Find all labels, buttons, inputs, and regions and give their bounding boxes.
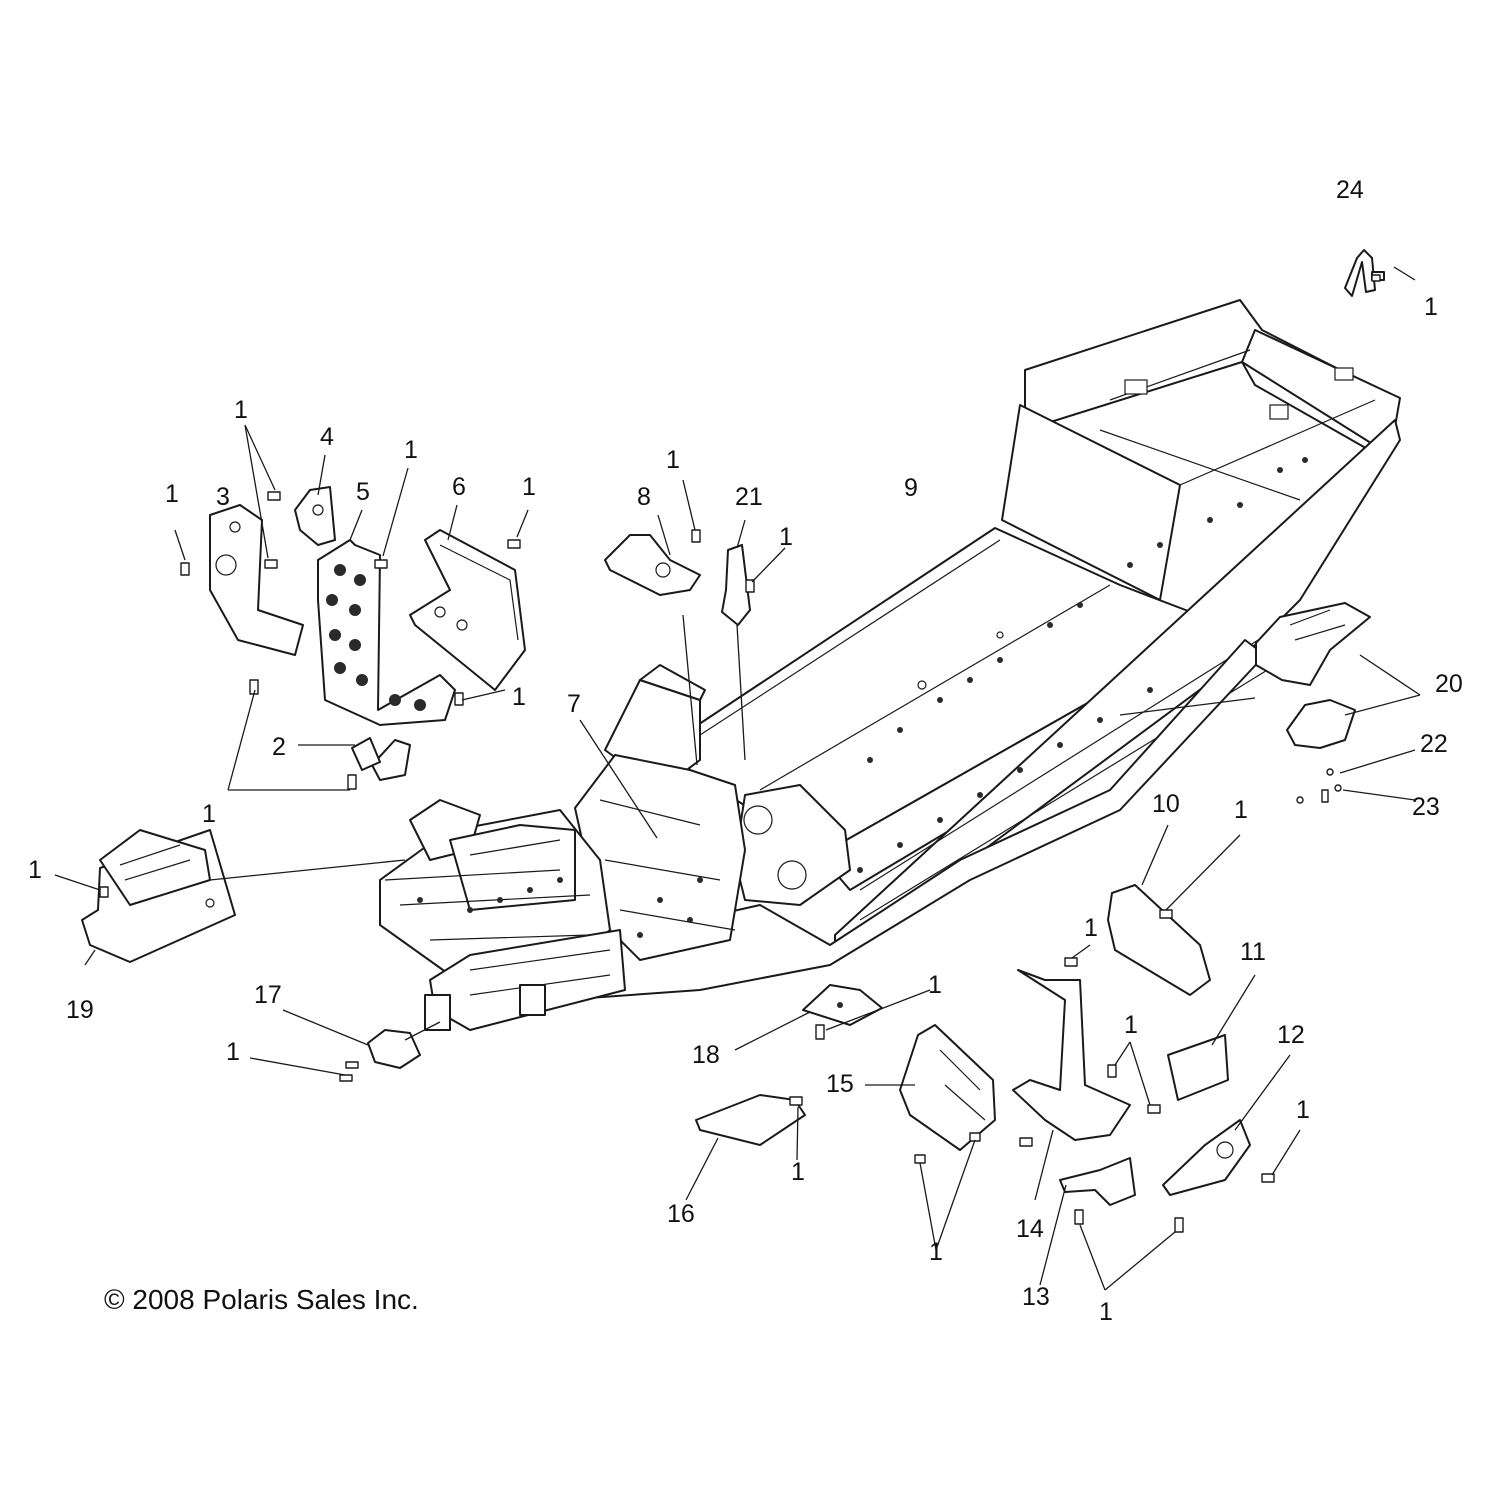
fasteners-22-23: [1296, 768, 1342, 804]
callout-1: 1: [929, 1238, 943, 1266]
callout-1: 1: [779, 523, 793, 551]
callout-16: 16: [667, 1200, 695, 1228]
callout-1: 1: [791, 1158, 805, 1186]
part-18-plate: [802, 984, 883, 1026]
callout-21: 21: [735, 483, 763, 511]
part-13-bracket: [1059, 1157, 1136, 1206]
callout-12: 12: [1277, 1021, 1305, 1049]
callout-1: 1: [1296, 1096, 1310, 1124]
callout-11: 11: [1240, 938, 1266, 966]
part-8-bracket: [604, 534, 701, 596]
callout-1: 1: [165, 480, 179, 508]
callout-19: 19: [66, 996, 94, 1024]
callout-1: 1: [1084, 914, 1098, 942]
callout-1: 1: [666, 446, 680, 474]
part-11-plate: [1167, 1034, 1229, 1101]
callout-1: 1: [28, 856, 42, 884]
part-24-strap: [1344, 249, 1385, 297]
part-6-panel: [409, 529, 526, 691]
callout-2: 2: [272, 733, 286, 761]
callout-3: 3: [216, 483, 230, 511]
callout-10: 10: [1152, 790, 1180, 818]
callout-17: 17: [254, 981, 282, 1009]
callout-6: 6: [452, 473, 466, 501]
part-14-bracket: [1012, 969, 1131, 1141]
part-21-clip: [721, 544, 751, 626]
callout-1: 1: [404, 436, 418, 464]
callout-1: 1: [234, 396, 248, 424]
copyright-notice: © 2008 Polaris Sales Inc.: [104, 1284, 419, 1315]
callout-1: 1: [512, 683, 526, 711]
callout-18: 18: [692, 1041, 720, 1069]
part-20-seat-bracket: [1255, 602, 1371, 749]
callout-7: 7: [567, 690, 581, 718]
callout-14: 14: [1016, 1215, 1044, 1243]
callout-1: 1: [522, 473, 536, 501]
part-4-bracket: [294, 486, 336, 546]
callout-23: 23: [1412, 793, 1440, 821]
part-19-bracket: [81, 829, 236, 963]
callout-labels: 24 1 1 4 1 1 3 5 6 1 1 2 1 1 19 17 1 1 8…: [28, 176, 1463, 1326]
callout-22: 22: [1420, 730, 1448, 758]
callout-13: 13: [1022, 1283, 1050, 1311]
callout-4: 4: [320, 423, 334, 451]
callout-1: 1: [1124, 1011, 1138, 1039]
part-10-panel: [1107, 884, 1211, 996]
callout-1: 1: [928, 971, 942, 999]
leader-lines: [54, 266, 1421, 1291]
callout-9: 9: [904, 474, 918, 502]
callout-8: 8: [637, 483, 651, 511]
rivets-part-1: [99, 274, 1381, 1233]
main-chassis: [379, 299, 1401, 1031]
part-3-bracket: [209, 504, 304, 656]
callout-1: 1: [226, 1038, 240, 1066]
callout-24: 24: [1336, 176, 1364, 204]
callout-1: 1: [1234, 796, 1248, 824]
callout-1: 1: [1099, 1298, 1113, 1326]
callout-5: 5: [356, 478, 370, 506]
part-12-plate: [1162, 1119, 1251, 1196]
part-16-plate: [695, 1094, 806, 1146]
callout-1: 1: [202, 800, 216, 828]
part-15-panel: [899, 1024, 996, 1151]
part-5-mount-plate: [317, 539, 456, 726]
callout-20: 20: [1435, 670, 1463, 698]
part-2-clip: [351, 737, 411, 781]
callout-1: 1: [1424, 293, 1438, 321]
callout-15: 15: [826, 1070, 854, 1098]
